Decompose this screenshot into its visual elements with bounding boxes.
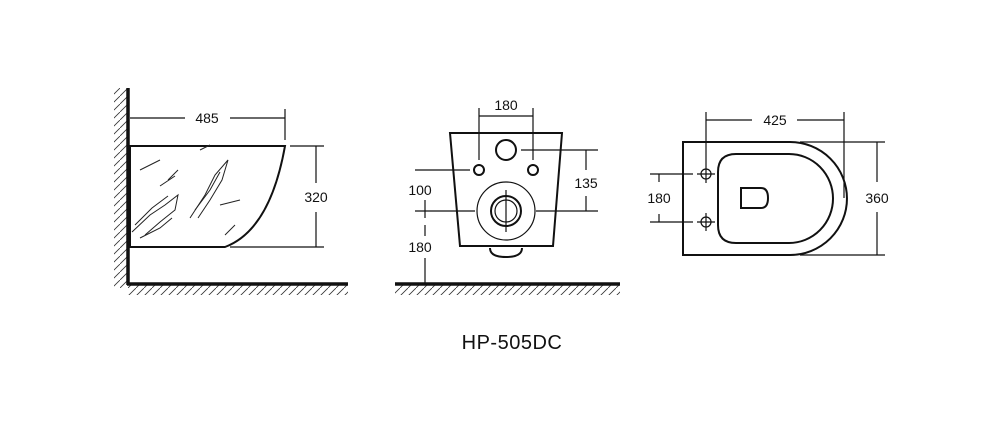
floor-hatch: [128, 285, 348, 295]
front-outlet-height-dim: 180: [408, 239, 432, 255]
top-width-dim: 360: [865, 190, 889, 206]
bowl-top-outline: [682, 141, 848, 256]
bowl-front-outline: [448, 132, 564, 247]
side-view: 485 320: [114, 88, 348, 295]
wall-hatch: [114, 88, 127, 288]
mount-hole-right: [527, 164, 539, 176]
front-hole-spacing-dim: 180: [494, 97, 518, 113]
mount-hole-bottom: [697, 213, 715, 231]
front-inlet-height-dim: 135: [574, 175, 598, 191]
top-hole-spacing-dim: 180: [647, 190, 671, 206]
mount-hole-top: [697, 165, 715, 183]
front-view: 180 135 100 180: [395, 97, 620, 295]
water-inlet: [495, 139, 517, 161]
front-hole-outlet-dim: 100: [408, 182, 432, 198]
outlet-ring: [476, 181, 536, 241]
mount-hole-left: [473, 164, 485, 176]
seat-outline: [717, 153, 834, 244]
model-label: HP-505DC: [462, 332, 563, 354]
side-height-dim: 320: [304, 189, 328, 205]
top-length-dim: 425: [763, 112, 787, 128]
side-width-dim: 485: [195, 110, 219, 126]
bowl-side-profile: [129, 145, 287, 248]
floor-hatch: [395, 285, 620, 295]
marble-texture: [131, 144, 241, 239]
top-view: 425 360 180: [647, 112, 889, 256]
bowl-opening: [740, 187, 770, 209]
bottom-nub: [489, 247, 523, 259]
